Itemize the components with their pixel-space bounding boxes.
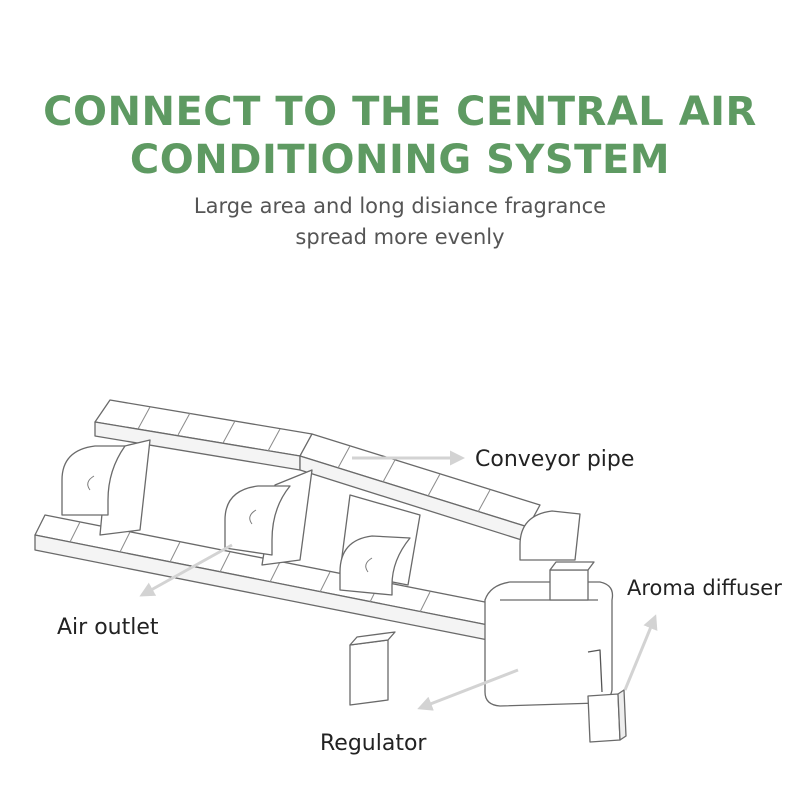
label-conveyor-pipe: Conveyor pipe xyxy=(475,447,634,472)
label-aroma-diffuser: Aroma diffuser xyxy=(627,576,782,600)
callout-arrows xyxy=(139,450,658,711)
title-line-1: CONNECT TO THE CENTRAL AIR xyxy=(43,89,757,135)
page-title: CONNECT TO THE CENTRAL AIR CONDITIONING … xyxy=(0,88,800,184)
label-air-outlet: Air outlet xyxy=(57,615,159,640)
subtitle-line-1: Large area and long disiance fragrance xyxy=(193,194,607,218)
arrow-regulator xyxy=(417,668,519,711)
arrow-aroma-diffuser xyxy=(623,614,658,691)
page-subtitle: Large area and long disiance fragrance s… xyxy=(0,191,800,253)
title-line-2: CONDITIONING SYSTEM xyxy=(129,137,671,183)
subtitle-line-2: spread more evenly xyxy=(295,225,505,249)
arrow-air-outlet xyxy=(139,543,233,597)
label-regulator: Regulator xyxy=(320,731,427,756)
